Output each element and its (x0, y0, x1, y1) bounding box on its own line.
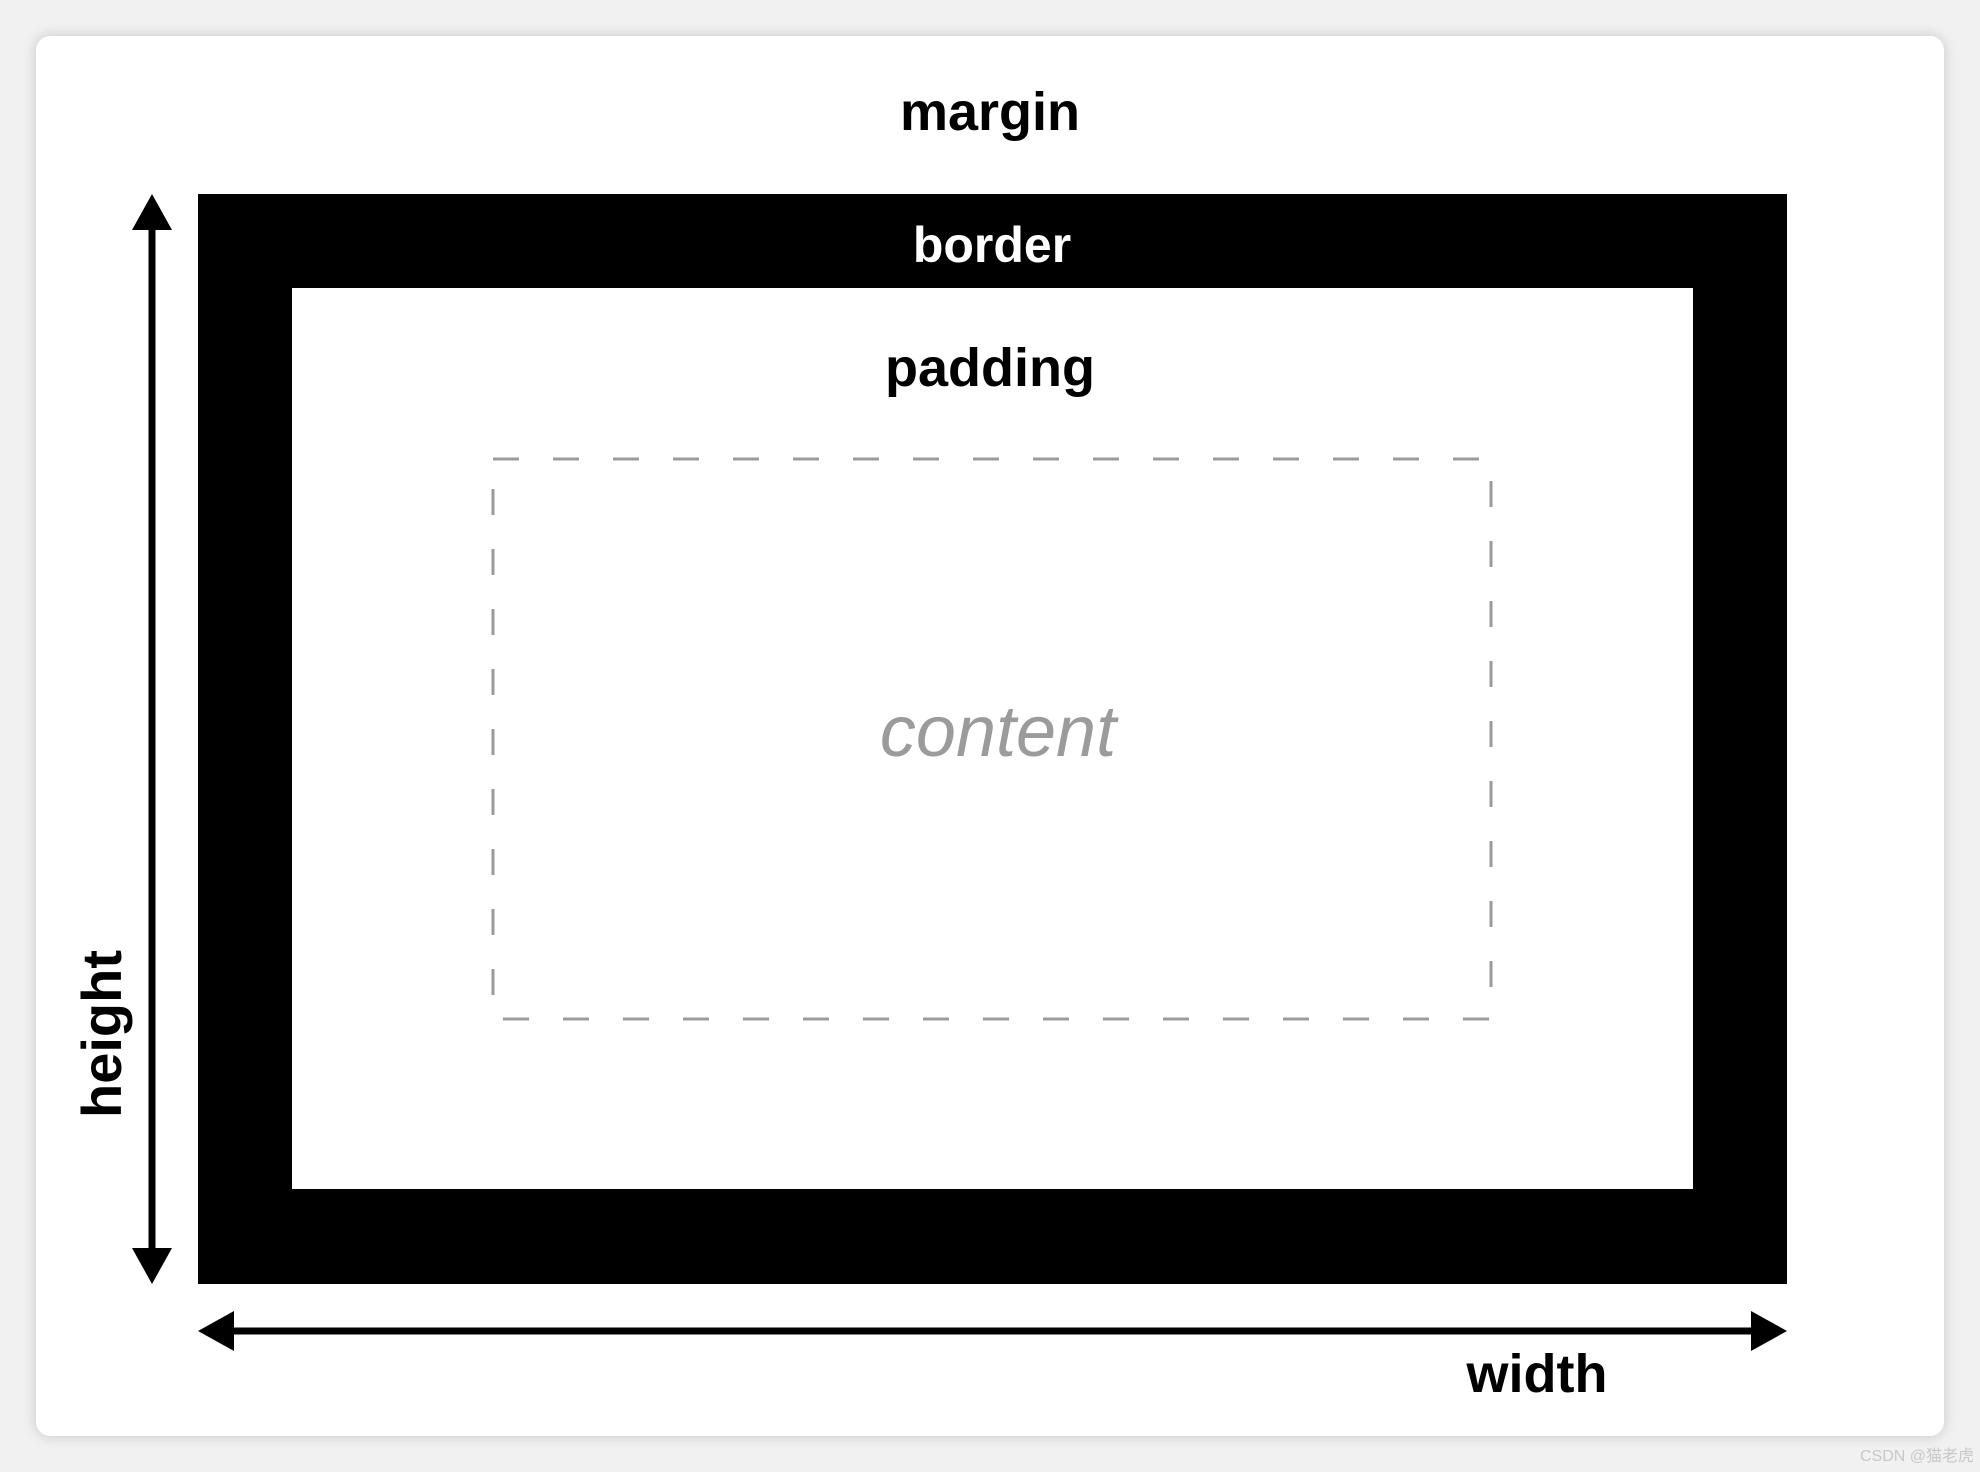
width-arrow (198, 1311, 1787, 1351)
margin-label: margin (900, 82, 1080, 142)
content-box (491, 457, 1493, 1021)
padding-box (292, 288, 1693, 1189)
height-arrow (132, 194, 172, 1284)
height-label: height (70, 950, 133, 1118)
height-arrow-bottom-head (132, 1248, 172, 1284)
content-label: content (880, 692, 1119, 772)
watermark: CSDN @猫老虎 (1859, 1448, 1974, 1465)
border-label: border (913, 217, 1071, 273)
width-arrow-left-head (198, 1311, 234, 1351)
width-label: width (1466, 1344, 1608, 1404)
width-arrow-right-head (1751, 1311, 1787, 1351)
height-arrow-top-head (132, 194, 172, 230)
padding-label: padding (885, 338, 1095, 398)
